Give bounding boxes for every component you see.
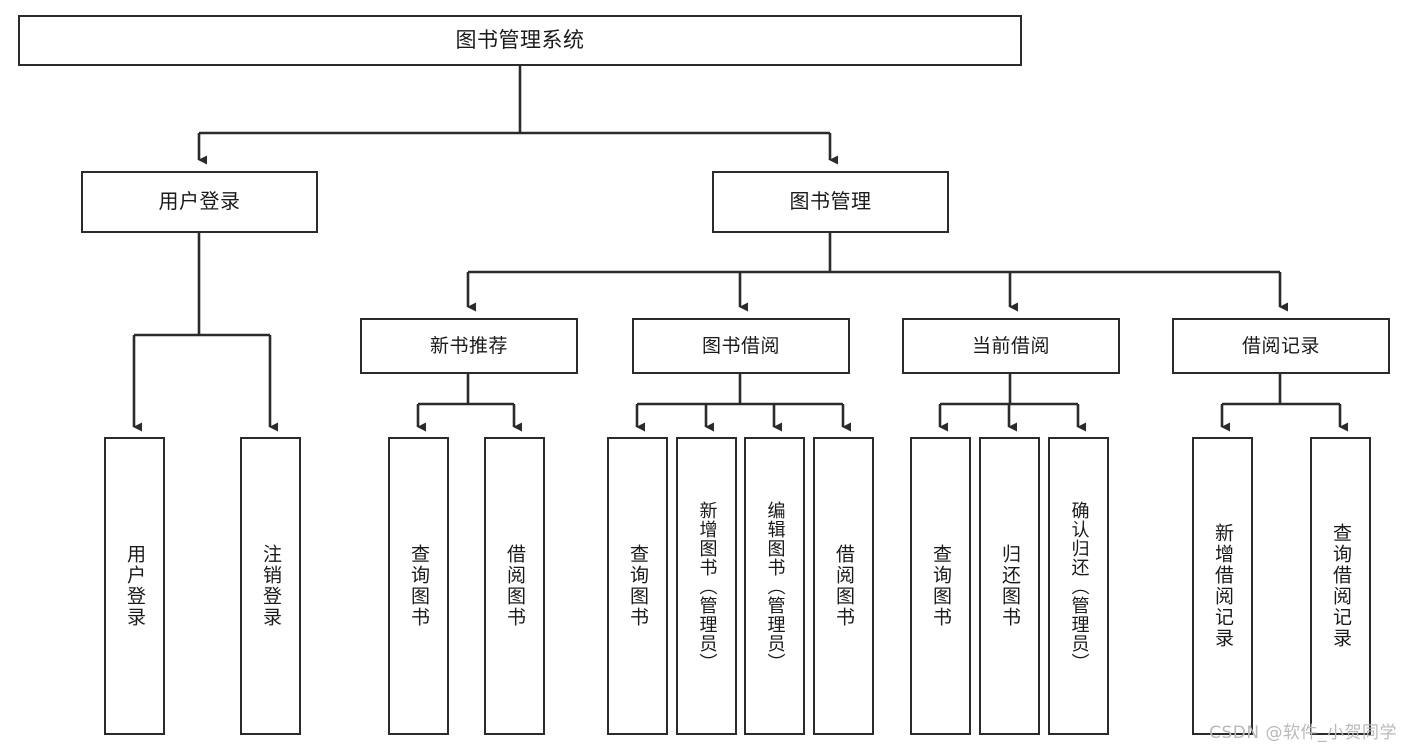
node-label: 图书管理系统 xyxy=(455,28,585,53)
node-label: 借阅图书 xyxy=(833,544,855,628)
leaf-query-book-current[interactable]: 查询图书 xyxy=(910,437,971,735)
csdn-watermark: CSDN @软件_小贺同学 xyxy=(1209,723,1397,743)
node-label: 用户登录 xyxy=(158,189,241,214)
node-label: 当前借阅 xyxy=(971,334,1050,357)
node-label: 查询图书 xyxy=(627,544,649,628)
leaf-logout[interactable]: 注销登录 xyxy=(240,437,301,735)
node-book-borrow[interactable]: 图书借阅 xyxy=(632,318,850,374)
node-label: 用户登录 xyxy=(124,544,146,628)
leaf-query-book-borrow[interactable]: 查询图书 xyxy=(607,437,668,735)
node-label: 注销登录 xyxy=(260,544,282,628)
node-label: 新增借阅记录 xyxy=(1212,523,1234,649)
leaf-add-borrow-record[interactable]: 新增借阅记录 xyxy=(1192,437,1253,735)
node-label: 查询借阅记录 xyxy=(1330,523,1352,649)
node-label: 新增图书（管理员） xyxy=(696,500,718,672)
node-label: 归还图书 xyxy=(999,544,1021,628)
leaf-return-book[interactable]: 归还图书 xyxy=(979,437,1040,735)
node-label: 编辑图书（管理员） xyxy=(764,500,786,672)
leaf-borrow-book-recommend[interactable]: 借阅图书 xyxy=(484,437,545,735)
node-label: 借阅记录 xyxy=(1241,334,1320,357)
node-label: 查询图书 xyxy=(930,544,952,628)
leaf-confirm-return-admin[interactable]: 确认归还（管理员） xyxy=(1048,437,1109,735)
node-user-login[interactable]: 用户登录 xyxy=(81,171,318,233)
leaf-edit-book-admin[interactable]: 编辑图书（管理员） xyxy=(744,437,805,735)
leaf-query-book-recommend[interactable]: 查询图书 xyxy=(388,437,449,735)
node-label: 确认归还（管理员） xyxy=(1068,500,1090,672)
node-label: 新书推荐 xyxy=(429,334,508,357)
node-label: 图书借阅 xyxy=(701,334,780,357)
leaf-query-borrow-record[interactable]: 查询借阅记录 xyxy=(1310,437,1371,735)
leaf-user-login[interactable]: 用户登录 xyxy=(104,437,165,735)
node-label: 查询图书 xyxy=(408,544,430,628)
node-new-book-recommend[interactable]: 新书推荐 xyxy=(360,318,578,374)
node-label: 借阅图书 xyxy=(504,544,526,628)
node-root-library-system[interactable]: 图书管理系统 xyxy=(18,15,1022,66)
node-label: 图书管理 xyxy=(789,189,872,214)
node-current-borrow[interactable]: 当前借阅 xyxy=(902,318,1120,374)
leaf-add-book-admin[interactable]: 新增图书（管理员） xyxy=(676,437,737,735)
leaf-borrow-book[interactable]: 借阅图书 xyxy=(813,437,874,735)
node-book-management[interactable]: 图书管理 xyxy=(712,171,949,233)
node-borrow-record[interactable]: 借阅记录 xyxy=(1172,318,1390,374)
